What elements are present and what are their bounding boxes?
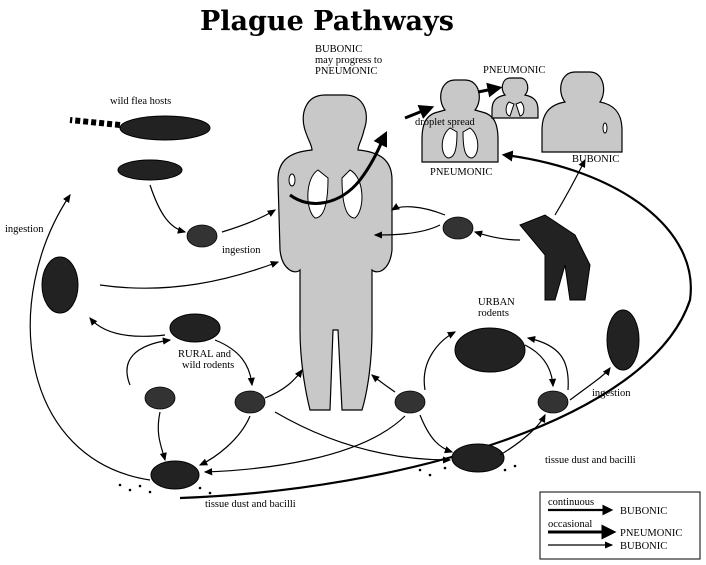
- arrow-pneumonic-spread: [477, 82, 503, 98]
- transmission-arrows: [29, 158, 611, 481]
- label-droplet-spread: droplet spread: [415, 117, 476, 128]
- label-tissue-dust-left: tissue dust and bacilli: [205, 499, 296, 510]
- label-pneumonic-main: PNEUMONIC: [315, 66, 377, 77]
- rural-burrow-rodent-icon: [150, 460, 200, 490]
- wild-host-civet-icon: [119, 115, 211, 141]
- label-bubonic-main: BUBONIC: [315, 44, 362, 55]
- wild-host-cat-icon: [41, 256, 79, 314]
- label-ingestion-left: ingestion: [5, 224, 44, 235]
- civet-tail: [69, 117, 121, 128]
- flea-icon: [144, 386, 176, 410]
- wild-host-mongoose-icon: [117, 159, 183, 181]
- flea-icon: [442, 216, 474, 240]
- rural-rodent-icon: [169, 313, 221, 343]
- label-tissue-dust-right: tissue dust and bacilli: [545, 455, 636, 466]
- flea-icon: [394, 390, 426, 414]
- legend-continuous-target: BUBONIC: [620, 506, 667, 517]
- human-pneumonic-small: [491, 77, 539, 119]
- cat-icon: [606, 309, 640, 371]
- flea-icon: [537, 390, 569, 414]
- label-ingestion-right: ingestion: [592, 388, 631, 399]
- dust-dots: [118, 464, 517, 495]
- label-may-progress: may progress to: [315, 55, 382, 66]
- label-wild-flea-hosts: wild flea hosts: [110, 96, 171, 107]
- label-ingestion-center: ingestion: [222, 245, 261, 256]
- human-bubonic-main: [277, 94, 393, 411]
- label-rural-2: wild rodents: [182, 360, 234, 371]
- legend: continuous BUBONIC occasional PNEUMONIC …: [539, 491, 701, 560]
- legend-occasional-pneumonic: PNEUMONIC: [620, 528, 682, 539]
- label-rural-1: RURAL and: [178, 349, 232, 360]
- legend-occasional: occasional: [548, 519, 592, 530]
- diagram-title: Plague Pathways: [200, 6, 454, 37]
- legend-continuous: continuous: [548, 497, 594, 508]
- label-pneumonic-mid: PNEUMONIC: [430, 167, 492, 178]
- flea-icon: [186, 224, 218, 248]
- human-pneumonic-bust: [421, 79, 499, 163]
- label-urban-2: rodents: [478, 308, 509, 319]
- flea-icon: [234, 390, 266, 414]
- fleas: [144, 216, 569, 414]
- legend-occasional-bubonic: BUBONIC: [620, 541, 667, 552]
- dog-icon: [519, 214, 591, 301]
- label-pneumonic-top: PNEUMONIC: [483, 65, 545, 76]
- label-bubonic-right: BUBONIC: [572, 154, 619, 165]
- arrow-droplet-spread: [404, 104, 435, 120]
- arrow-occasional-bubonic: [179, 150, 692, 500]
- human-bubonic-right: [541, 71, 623, 153]
- arrow-droplet-origin: [289, 130, 388, 205]
- label-urban-1: URBAN: [478, 297, 515, 308]
- urban-rat-icon: [454, 327, 526, 373]
- urban-burrow-rat-icon: [451, 443, 505, 473]
